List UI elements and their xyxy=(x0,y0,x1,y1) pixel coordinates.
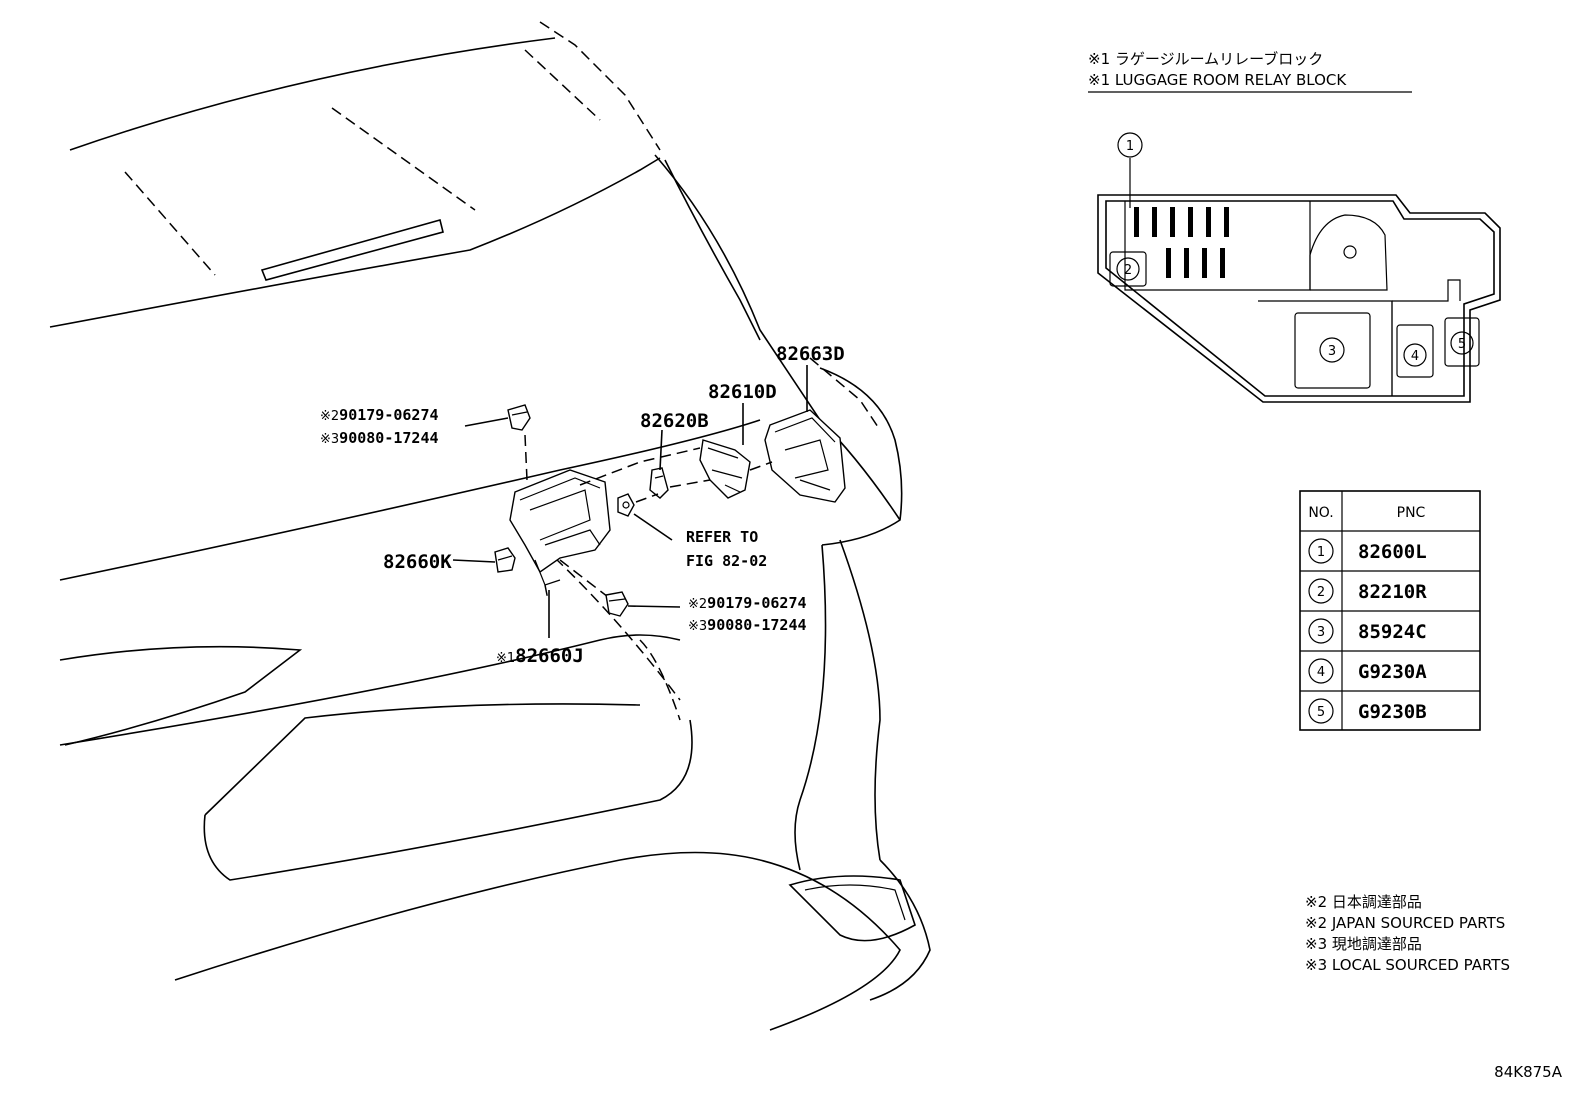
relay-block-drawing xyxy=(1097,158,1501,403)
routing-dashes xyxy=(579,447,773,503)
marker-5: 5 xyxy=(1458,337,1466,352)
table-row: 5 G9230B xyxy=(1308,698,1427,724)
clip-bottom-part-1: ※290179-06274 xyxy=(688,594,807,612)
table-row-no: 3 xyxy=(1317,625,1325,640)
marker-4-circle xyxy=(1403,343,1427,367)
bracket-82620B xyxy=(649,467,669,499)
component-3-outline xyxy=(1294,312,1371,389)
table-row-no: 4 xyxy=(1317,665,1325,680)
table-row-pnc: 82210R xyxy=(1358,581,1427,603)
clip-bot-1-number: 90179-06274 xyxy=(707,594,806,612)
pnc-table-header-pnc: PNC xyxy=(1397,505,1426,521)
marker-4: 4 xyxy=(1411,349,1419,364)
component-5-outline xyxy=(1444,317,1480,367)
table-row-pnc: 82600L xyxy=(1358,541,1427,563)
refer-fig-label: FIG 82-02 xyxy=(686,552,767,570)
table-row-pnc: G9230A xyxy=(1358,661,1427,683)
marker-3: 3 xyxy=(1328,344,1336,359)
module-82663D xyxy=(764,409,846,503)
marker-3-circle xyxy=(1319,337,1345,363)
table-row: 3 85924C xyxy=(1308,618,1427,644)
callout-82620B: 82620B xyxy=(640,410,709,432)
table-row-no: 1 xyxy=(1317,545,1325,560)
note-line: ※2 JAPAN SOURCED PARTS xyxy=(1305,914,1505,932)
clip-bottom xyxy=(605,591,629,617)
callout-82663D: 82663D xyxy=(776,343,845,365)
clip-top-2-prefix: ※3 xyxy=(320,432,339,447)
fuse-array xyxy=(1134,207,1229,278)
callout-82660K: 82660K xyxy=(383,551,452,573)
table-row: 4 G9230A xyxy=(1308,658,1427,684)
note-line: ※3 LOCAL SOURCED PARTS xyxy=(1305,956,1510,974)
clip-bottom-part-2: ※390080-17244 xyxy=(688,616,807,634)
marker-1-circle xyxy=(1117,132,1143,158)
clip-top-part-2: ※390080-17244 xyxy=(320,429,439,447)
note-line: ※3 現地調達部品 xyxy=(1305,935,1422,953)
table-row-no: 2 xyxy=(1317,585,1325,600)
note-line: ※2 日本調達部品 xyxy=(1305,893,1422,911)
relay-block-assembly xyxy=(509,434,613,601)
vehicle-outline xyxy=(49,21,931,1031)
component-4-outline xyxy=(1396,324,1434,378)
table-row-pnc: G9230B xyxy=(1358,701,1427,723)
table-row: 1 82600L xyxy=(1308,538,1427,564)
callout-82610D: 82610D xyxy=(708,381,777,403)
grommet-refer xyxy=(617,493,635,517)
clip-top-1-prefix: ※2 xyxy=(320,409,339,424)
clip-bot-1-prefix: ※2 xyxy=(688,597,707,612)
clip-bot-2-prefix: ※3 xyxy=(688,619,707,634)
table-row-no: 5 xyxy=(1317,705,1325,720)
sourcing-notes: ※2 日本調達部品 ※2 JAPAN SOURCED PARTS ※3 現地調達… xyxy=(1305,893,1510,974)
relay-block-title-jp: ※1 ラゲージルームリレーブロック xyxy=(1088,50,1323,68)
refer-to-label: REFER TO xyxy=(686,528,758,546)
clip-top-2-number: 90080-17244 xyxy=(339,429,438,447)
relay-block-markers: 1 2 3 4 5 xyxy=(1116,132,1474,367)
connector-82660K xyxy=(494,547,516,573)
table-row-pnc: 85924C xyxy=(1358,621,1427,643)
clip-top xyxy=(507,404,531,431)
relay-block-title-en: ※1 LUGGAGE ROOM RELAY BLOCK xyxy=(1088,71,1347,89)
marker-1: 1 xyxy=(1126,139,1134,154)
pnc-table: NO. PNC 1 82600L 2 82210R 3 85924C 4 G92… xyxy=(1299,490,1481,731)
clip-top-1-number: 90179-06274 xyxy=(339,406,438,424)
clip-top-part-1: ※290179-06274 xyxy=(320,406,439,424)
clip-bot-2-number: 90080-17244 xyxy=(707,616,806,634)
marker-2: 2 xyxy=(1124,263,1132,278)
pnc-table-header-no: NO. xyxy=(1308,505,1333,521)
leader-lines xyxy=(452,365,808,638)
component-2-outline xyxy=(1109,251,1147,287)
marker-2-circle xyxy=(1116,257,1140,281)
marker-5-circle xyxy=(1450,331,1474,355)
figure-id: 84K875A xyxy=(1494,1063,1563,1081)
callout-82660J-number: 82660J xyxy=(515,645,584,667)
table-row: 2 82210R xyxy=(1308,578,1427,604)
relay-82610D xyxy=(699,439,751,499)
callout-82660J-prefix: ※1 xyxy=(496,651,515,666)
callout-82660J: ※182660J xyxy=(496,645,584,667)
